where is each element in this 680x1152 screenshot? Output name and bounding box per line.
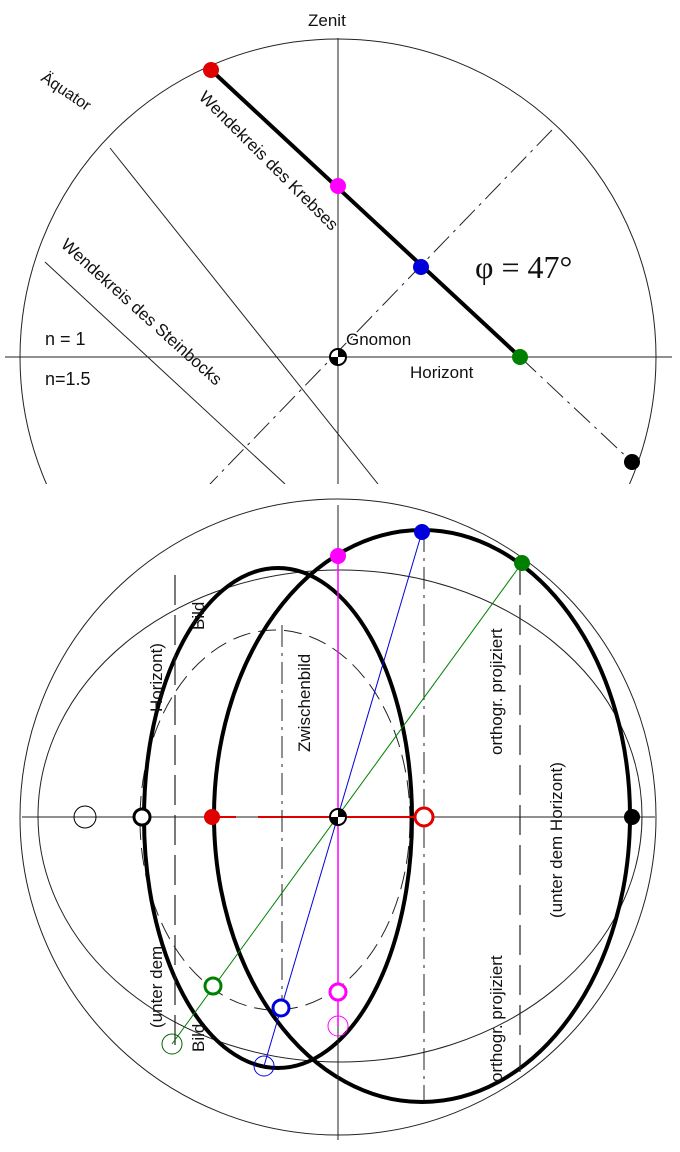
horizont-label: Horizont	[410, 363, 474, 382]
blue-point-top	[414, 524, 430, 540]
blue-point	[413, 259, 429, 275]
black-point-right	[624, 809, 640, 825]
blue-line	[263, 531, 423, 1067]
n-one-label: n = 1	[45, 329, 86, 349]
black-point	[624, 454, 640, 470]
green-point-open	[161, 1033, 183, 1055]
gnomon-marker	[329, 348, 347, 366]
gnomon-label: Gnomon	[346, 330, 411, 349]
bild-bottom-label: Bild	[189, 1024, 208, 1052]
aquator-label: Äquator	[38, 68, 95, 115]
red-point-left	[204, 809, 220, 825]
magenta-point-open	[327, 1015, 349, 1037]
capricorn-line	[44, 261, 286, 484]
black-point-open-left	[73, 805, 97, 829]
red-point-ring	[413, 806, 435, 828]
cancer-line	[209, 68, 522, 359]
center-marker	[329, 808, 347, 826]
bottom-diagram: Horizont) Bild Zwischenbild orthogr. pro…	[19, 498, 657, 1140]
below-horizon-label: (unter dem Horizont)	[547, 762, 566, 918]
magenta-point	[330, 178, 346, 194]
phi-angle-label: φ = 47°	[475, 249, 572, 285]
orthographic-bottom-label: orthogr. projiziert	[487, 955, 506, 1082]
capricorn-label: Wendekreis des Steinbocks	[57, 235, 225, 389]
bild-top-label: Bild	[189, 602, 208, 630]
zwischenbild-label: Zwischenbild	[295, 654, 314, 752]
green-point	[512, 349, 528, 365]
orthographic-ellipse	[37, 569, 643, 1063]
equator-line	[109, 147, 379, 484]
green-line	[171, 562, 523, 1045]
magenta-point-top	[330, 548, 346, 564]
red-point	[203, 62, 219, 78]
horizont-paren-label: Horizont)	[147, 643, 166, 712]
projection-line	[519, 356, 633, 463]
green-point-top	[514, 555, 530, 571]
polar-axis-line	[209, 129, 553, 484]
green-point-ring	[203, 976, 223, 996]
cancer-label: Wendekreis des Krebses	[195, 87, 342, 234]
intermediate-ellipse	[139, 629, 411, 1011]
blue-point-open	[253, 1055, 275, 1077]
blue-point-ring	[271, 998, 291, 1018]
orthographic-top-label: orthogr. projiziert	[487, 628, 506, 755]
black-point-ring	[132, 807, 152, 827]
below-label: (unter dem	[147, 946, 166, 1028]
magenta-point-ring	[328, 982, 348, 1002]
zenit-label: Zenit	[308, 11, 346, 30]
n-one-five-label: n=1.5	[45, 369, 91, 389]
